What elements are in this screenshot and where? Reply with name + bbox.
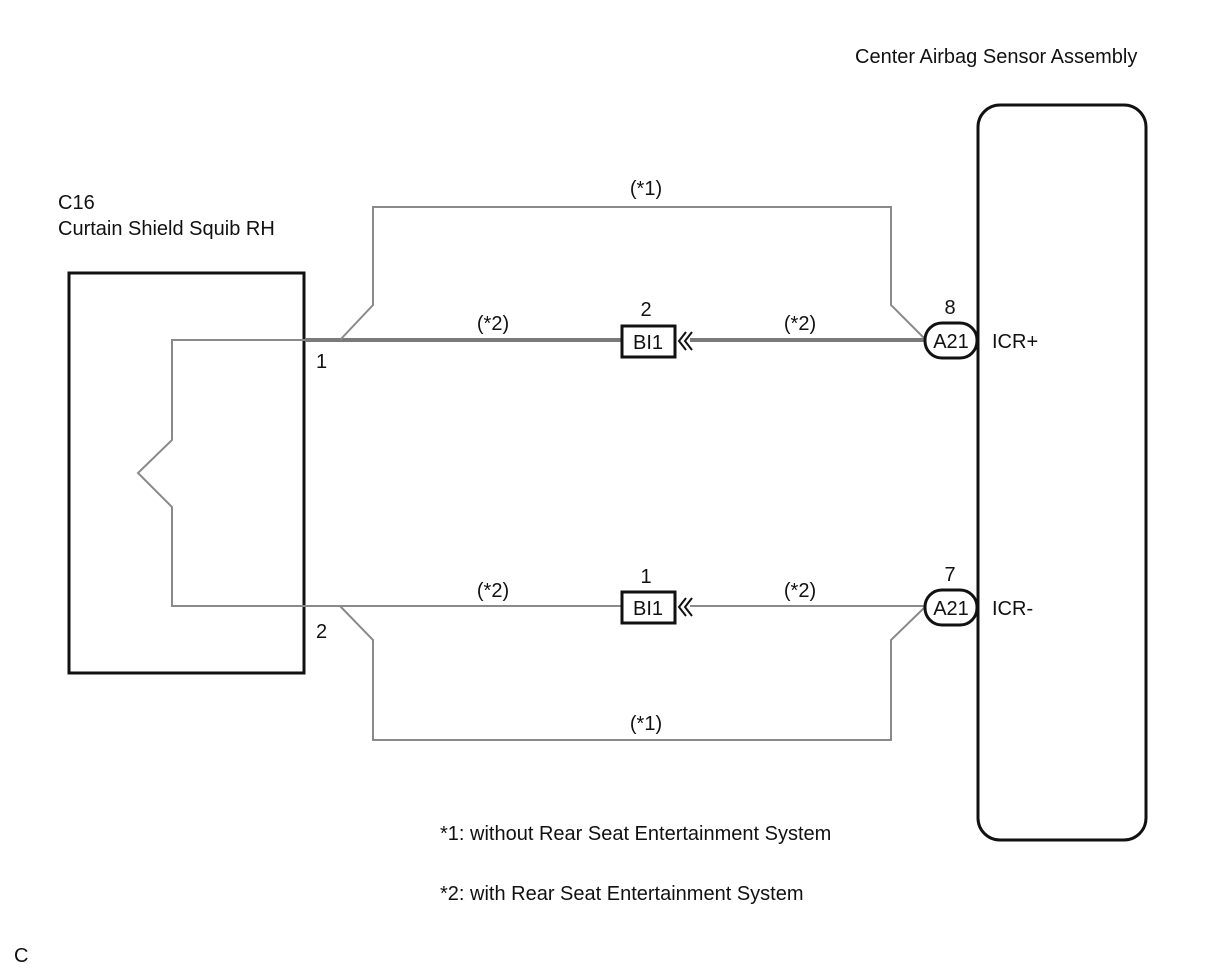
- squib-pin-1: 1: [316, 351, 327, 373]
- wire-label-top-right: (*2): [784, 313, 816, 335]
- junction-connector-bottom-label: BI1: [633, 598, 663, 620]
- sensor-connector-bottom-label: A21: [933, 598, 969, 620]
- wire-label-bottom-right: (*2): [784, 580, 816, 602]
- wire-label-top-bypass: (*1): [630, 178, 662, 200]
- junction-connector-bottom-pin: 1: [640, 566, 651, 588]
- squib-pin-2: 2: [316, 621, 327, 643]
- chevron-top-1: [677, 331, 687, 351]
- sensor-connector-bottom: [923, 588, 979, 627]
- sensor-signal-bottom: ICR-: [992, 598, 1033, 620]
- footer-code: C: [14, 945, 28, 967]
- sensor-connector-bottom-pin: 7: [944, 564, 955, 586]
- junction-connector-top: [620, 324, 677, 359]
- wire-bottom-bypass: [339, 605, 925, 741]
- chevron-bottom-1: [677, 597, 687, 617]
- sensor-connector-top: [923, 321, 979, 360]
- sensor-signal-top: ICR+: [992, 331, 1038, 353]
- wire-top-bypass: [339, 206, 925, 341]
- squib-code-label: C16: [58, 192, 95, 214]
- chevron-bottom-2: [683, 597, 693, 617]
- center-airbag-sensor-box: [976, 103, 1148, 842]
- curtain-shield-squib-box: [67, 271, 306, 675]
- junction-connector-bottom: [620, 590, 677, 625]
- junction-connector-top-label: BI1: [633, 332, 663, 354]
- chevron-top-2: [683, 331, 693, 351]
- sensor-connector-top-label: A21: [933, 331, 969, 353]
- note-1: *1: without Rear Seat Entertainment Syst…: [440, 823, 831, 845]
- sensor-connector-top-pin: 8: [944, 297, 955, 319]
- squib-element: [136, 339, 305, 607]
- wire-label-bottom-bypass: (*1): [630, 713, 662, 735]
- wire-label-bottom-left: (*2): [477, 580, 509, 602]
- note-2: *2: with Rear Seat Entertainment System: [440, 883, 804, 905]
- junction-connector-top-pin: 2: [640, 299, 651, 321]
- wire-label-top-left: (*2): [477, 313, 509, 335]
- center-airbag-sensor-label: Center Airbag Sensor Assembly: [855, 46, 1137, 68]
- squib-name-label: Curtain Shield Squib RH: [58, 218, 275, 240]
